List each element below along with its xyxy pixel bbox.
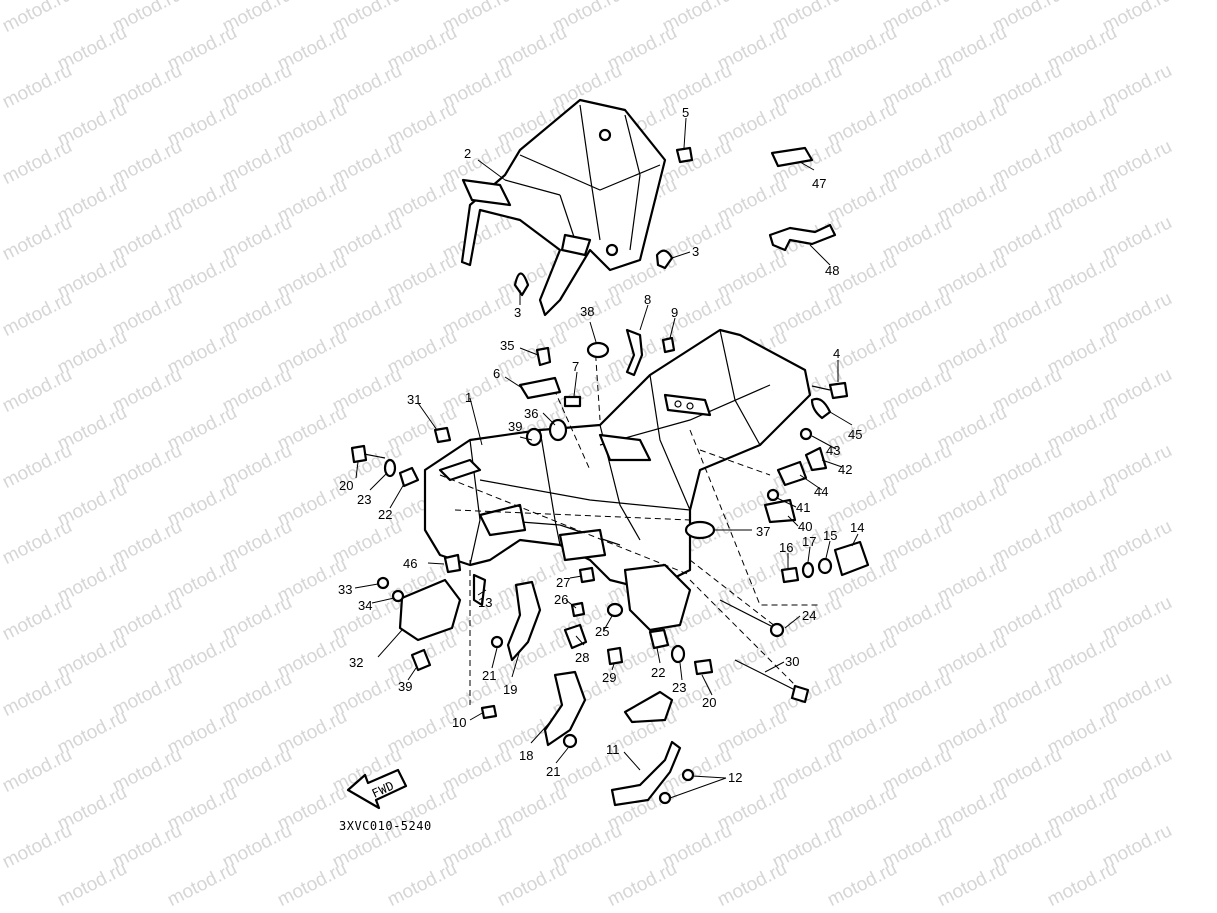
callout-9: 9 xyxy=(671,305,678,320)
callout-8: 8 xyxy=(644,292,651,307)
callout-24: 24 xyxy=(802,608,816,623)
callout-11: 11 xyxy=(606,742,620,757)
callout-6: 6 xyxy=(493,366,500,381)
callout-39: 39 xyxy=(398,679,412,694)
callout-25: 25 xyxy=(595,624,609,639)
callout-28: 28 xyxy=(575,650,589,665)
callout-19: 19 xyxy=(503,682,517,697)
callout-27: 27 xyxy=(556,575,570,590)
callout-22: 22 xyxy=(378,507,392,522)
callout-13: 13 xyxy=(478,595,492,610)
callout-12: 12 xyxy=(728,770,742,785)
callout-labels: 1 2 3 3 4 5 6 7 8 9 10 11 12 13 14 15 16… xyxy=(338,105,864,785)
callout-14: 14 xyxy=(850,520,864,535)
callout-3: 3 xyxy=(692,244,699,259)
callout-20: 20 xyxy=(339,478,353,493)
callout-16: 16 xyxy=(779,540,793,555)
callout-41: 41 xyxy=(796,500,810,515)
callout-2: 2 xyxy=(464,146,471,161)
callout-31: 31 xyxy=(407,392,421,407)
callout-36: 36 xyxy=(524,406,538,421)
callout-44: 44 xyxy=(814,484,828,499)
subframe-upper xyxy=(460,98,667,317)
small-parts xyxy=(350,146,870,807)
callout-37: 37 xyxy=(756,524,770,539)
callout-3: 3 xyxy=(514,305,521,320)
callout-43: 43 xyxy=(826,443,840,458)
callout-48: 48 xyxy=(825,263,839,278)
callout-23: 23 xyxy=(357,492,371,507)
callout-10: 10 xyxy=(452,715,466,730)
callout-22: 22 xyxy=(651,665,665,680)
diagram-code: 3XVC010-5240 xyxy=(339,819,432,833)
fwd-arrow-icon: FWD xyxy=(346,768,408,810)
main-frame xyxy=(423,328,812,632)
callout-20: 20 xyxy=(702,695,716,710)
callout-39: 39 xyxy=(508,419,522,434)
callout-46: 46 xyxy=(403,556,417,571)
callout-7: 7 xyxy=(572,359,579,374)
callout-33: 33 xyxy=(338,582,352,597)
callout-23: 23 xyxy=(672,680,686,695)
callout-21: 21 xyxy=(482,668,496,683)
callout-29: 29 xyxy=(602,670,616,685)
callout-17: 17 xyxy=(802,534,816,549)
leader-lines xyxy=(354,117,859,799)
callout-1: 1 xyxy=(465,390,472,405)
callout-15: 15 xyxy=(823,528,837,543)
callout-32: 32 xyxy=(349,655,363,670)
callout-42: 42 xyxy=(838,462,852,477)
callout-45: 45 xyxy=(848,427,862,442)
callout-4: 4 xyxy=(833,346,840,361)
callout-47: 47 xyxy=(812,176,826,191)
callout-35: 35 xyxy=(500,338,514,353)
callout-40: 40 xyxy=(798,519,812,534)
callout-30: 30 xyxy=(785,654,799,669)
callout-26: 26 xyxy=(554,592,568,607)
callout-18: 18 xyxy=(519,748,533,763)
callout-38: 38 xyxy=(580,304,594,319)
callout-34: 34 xyxy=(358,598,372,613)
callout-5: 5 xyxy=(682,105,689,120)
callout-21: 21 xyxy=(546,764,560,779)
